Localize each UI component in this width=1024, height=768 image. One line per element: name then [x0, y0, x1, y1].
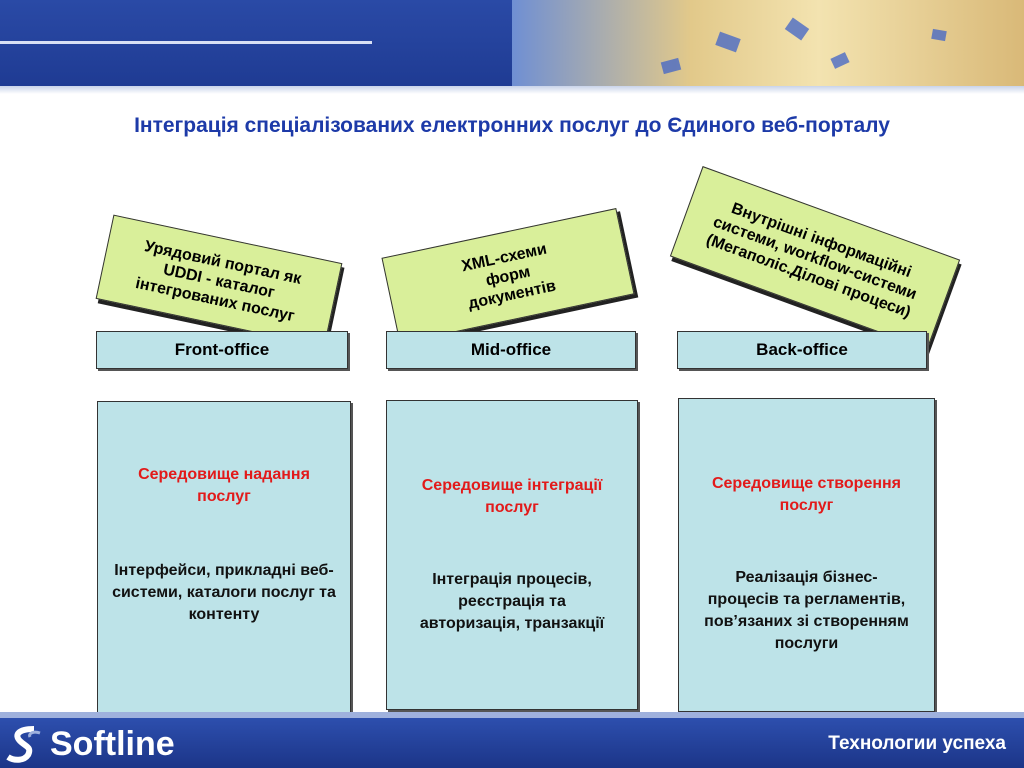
uddi-portal-label: Урядовий портал як UDDI - каталог інтегр… — [95, 214, 343, 348]
header-rule — [0, 41, 372, 44]
back-office-panel: Середовище створення послуг Реалізація б… — [678, 398, 935, 712]
header-shadow — [0, 86, 1024, 94]
front-office-label: Front-office — [96, 331, 348, 369]
front-office-panel-body: Інтерфейси, прикладні веб-системи, катал… — [112, 562, 336, 623]
back-office-label: Back-office — [677, 331, 927, 369]
header-photo — [512, 0, 1024, 86]
mid-office-panel-body: Інтеграція процесів, реєстрація та автор… — [419, 571, 605, 632]
uddi-portal-text: Урядовий портал як UDDI - каталог інтегр… — [134, 237, 303, 325]
footer-tagline: Технологии успеха — [828, 733, 1006, 754]
internal-systems-text: Внутрішні інформаційні системи, workflow… — [704, 199, 920, 321]
back-office-panel-heading: Середовище створення послуг — [711, 475, 902, 514]
footer-rule — [0, 712, 1024, 718]
front-office-panel-heading: Середовище надання послуг — [138, 466, 310, 505]
footer-bar — [0, 718, 1024, 768]
internal-systems-label: Внутрішні інформаційні системи, workflow… — [669, 166, 961, 350]
mid-office-label: Mid-office — [386, 331, 636, 369]
softline-s-icon — [6, 726, 41, 763]
mid-office-panel-heading: Середовище інтеграції послуг — [421, 477, 603, 516]
mid-office-panel: Середовище інтеграції послуг Інтеграція … — [386, 400, 638, 710]
softline-logo-text: Softline — [50, 724, 175, 763]
softline-logo: Softline — [4, 722, 184, 766]
xml-schemas-label: XML-схеми форм документів — [381, 208, 635, 344]
back-office-panel-body: Реалізація бізнес-процесів та регламенті… — [704, 569, 909, 652]
front-office-panel: Середовище надання послуг Інтерфейси, пр… — [97, 401, 351, 713]
xml-schemas-text: XML-схеми форм документів — [459, 240, 558, 313]
page-title: Інтеграція спеціалізованих електронних п… — [134, 114, 890, 137]
